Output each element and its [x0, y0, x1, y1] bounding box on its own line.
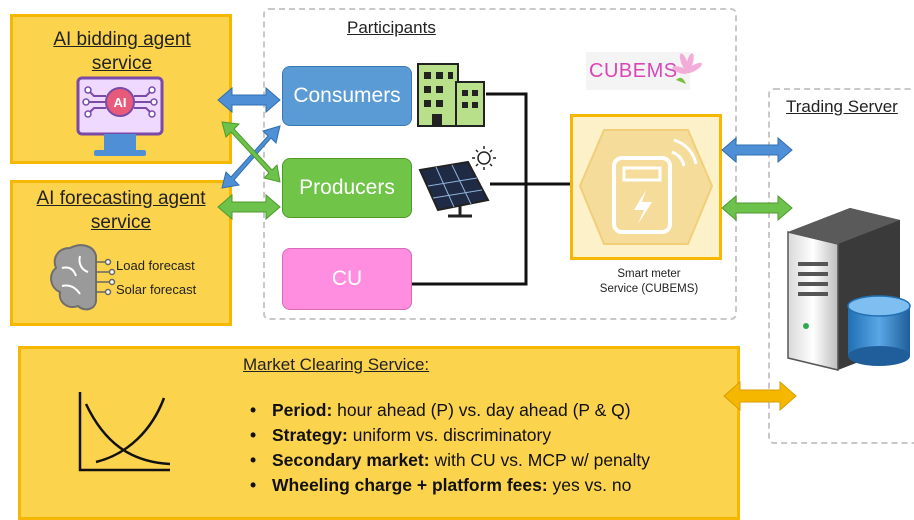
smart-meter-caption: Smart meter Service (CUBEMS)	[599, 268, 699, 295]
cubems-logo	[586, 52, 690, 90]
load-forecast-label: Load forecast	[116, 258, 195, 273]
bullet-strategy: Strategy: uniform vs. discriminatory	[250, 423, 650, 448]
solar-forecast-label: Solar forecast	[116, 282, 197, 297]
arrow-meter-server-green	[721, 194, 793, 222]
smart-meter-icon	[578, 129, 714, 245]
ai-monitor-icon: AI	[76, 76, 164, 156]
cubems-flower-icon	[672, 53, 702, 84]
diagram-graphics: AI	[50, 53, 911, 472]
market-clearing-bullets: Period: hour ahead (P) vs. day ahead (P …	[250, 398, 650, 498]
arrow-bidding-producers	[221, 121, 281, 183]
consumers-label: Consumers	[293, 84, 401, 107]
arrow-forecasting-consumers	[221, 125, 281, 189]
producers-box: Producers	[282, 158, 412, 218]
building-icon	[417, 63, 485, 127]
arrow-meter-server-blue	[721, 136, 793, 164]
participants-title: Participants	[347, 18, 436, 37]
arrow-forecasting-producers	[217, 193, 281, 221]
market-clearing-title: Market Clearing Service:	[243, 355, 430, 374]
ai-bidding-agent-title: AI bidding agent service	[53, 29, 191, 74]
supply-demand-chart-icon	[78, 392, 171, 472]
ai-forecasting-agent-title: AI forecasting agent service	[36, 188, 206, 233]
trading-server-title: Trading Server	[786, 97, 898, 116]
trading-server-container	[768, 88, 914, 444]
cubems-logo-text: CUBEMS	[589, 60, 678, 82]
ai-forecasting-agent-box	[10, 180, 232, 326]
bullet-wheeling-charge: Wheeling charge + platform fees: yes vs.…	[250, 473, 650, 498]
brain-icon	[50, 244, 116, 311]
producers-label: Producers	[299, 176, 395, 199]
connection-lines	[412, 92, 570, 286]
arrow-bidding-consumers	[217, 86, 281, 114]
bullet-period: Period: hour ahead (P) vs. day ahead (P …	[250, 398, 650, 423]
bullet-secondary-market: Secondary market: with CU vs. MCP w/ pen…	[250, 448, 650, 473]
svg-text:AI: AI	[114, 95, 127, 110]
arrow-market-server	[723, 380, 797, 412]
cu-box: CU	[282, 248, 412, 310]
consumers-box: Consumers	[282, 66, 412, 126]
database-icon	[847, 295, 911, 366]
solar-panel-icon	[418, 146, 496, 218]
cu-label: CU	[331, 267, 363, 290]
